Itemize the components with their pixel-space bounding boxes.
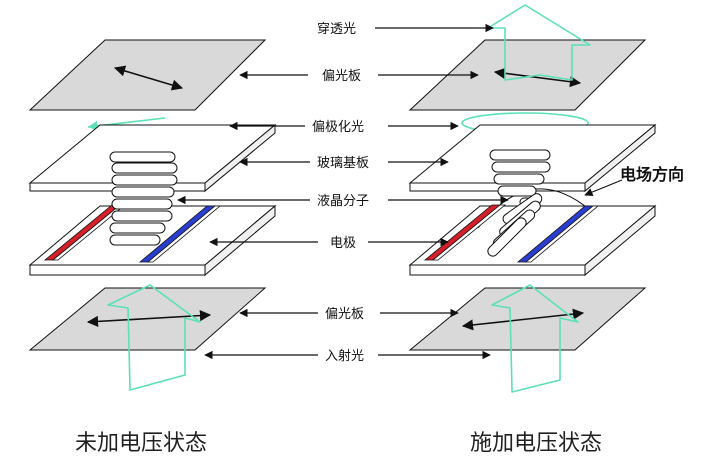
- right-liquid-crystal-stack: [487, 149, 551, 257]
- left-liquid-crystal-stack: [109, 151, 178, 246]
- right-transmitted-light-arrow: [487, 4, 591, 81]
- label-polarized-light: 偏极化光: [312, 120, 364, 135]
- label-polarizer-bottom: 偏光板: [325, 307, 364, 322]
- left-top-polarization-arrow: [113, 65, 184, 91]
- right-incident-light-arrow: [491, 284, 579, 393]
- right-stack: [408, 4, 657, 393]
- label-electrode: 电极: [330, 236, 356, 251]
- label-field-direction: 电场方向: [620, 165, 684, 184]
- label-transmitted-light: 穿透光: [317, 21, 356, 37]
- left-stack: [28, 39, 277, 391]
- label-arrows: [177, 23, 623, 360]
- label-polarizer-top: 偏光板: [322, 69, 361, 84]
- label-liquid-crystal: 液晶分子: [317, 194, 369, 209]
- left-top-polarizer: [28, 39, 267, 111]
- label-incident-light: 入射光: [325, 348, 364, 364]
- label-glass-substrate: 玻璃基板: [317, 156, 369, 171]
- caption-no-voltage: 未加电压状态: [75, 431, 207, 456]
- caption-voltage-applied: 施加电压状态: [470, 431, 602, 456]
- left-incident-light-arrow: [107, 284, 201, 391]
